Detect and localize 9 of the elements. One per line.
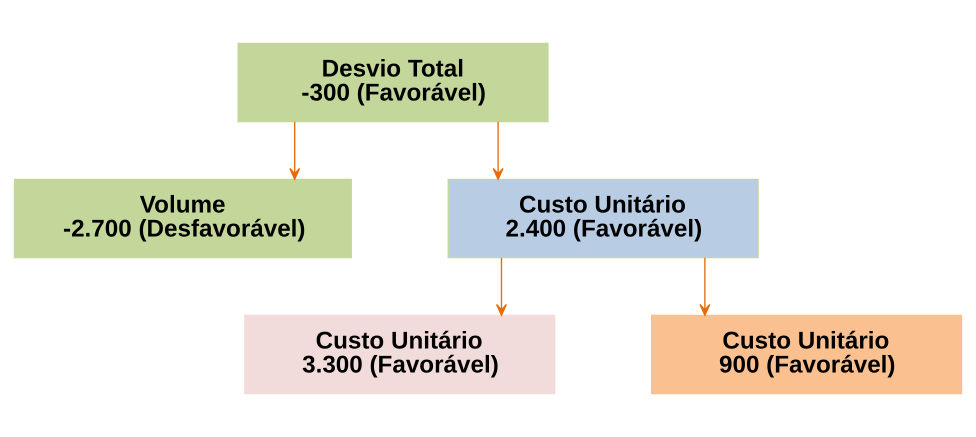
arrow — [492, 122, 504, 180]
node-box: Volume -2.700 (Desfavorável) — [14, 178, 352, 258]
node-box: Custo Unitário 900 (Favorável) — [650, 314, 962, 394]
node-box: Custo Unitário 3.300 (Favorável) — [244, 314, 556, 394]
arrow — [289, 122, 300, 180]
node-box: Desvio Total -300 (Favorável) — [237, 42, 549, 122]
arrow — [699, 258, 710, 316]
node-box: Custo Unitário 2.400 (Favorável) — [448, 178, 759, 258]
arrow — [496, 258, 507, 316]
